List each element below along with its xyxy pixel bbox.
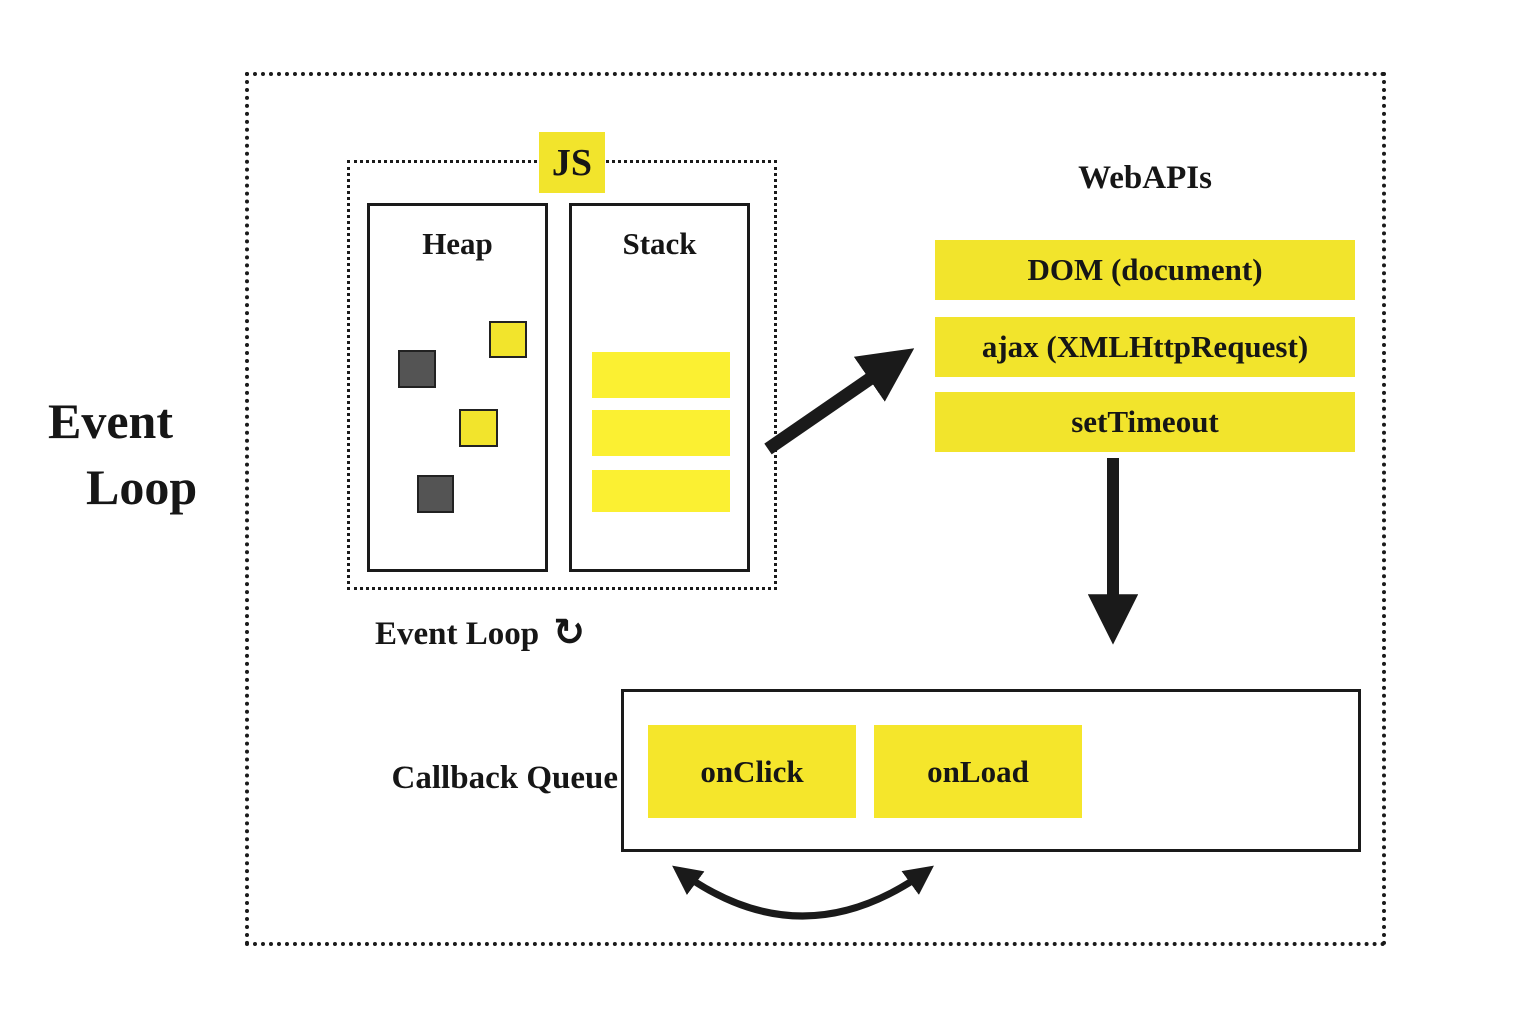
- webapis-title: WebAPIs: [1078, 160, 1212, 196]
- stack-box: Stack: [569, 203, 750, 572]
- webapi-ajax: ajax (XMLHttpRequest): [935, 317, 1355, 377]
- callback-item-onload: onLoad: [874, 725, 1082, 818]
- heap-title: Heap: [422, 226, 493, 261]
- event-loop-caption: Event Loop ↻: [375, 610, 585, 654]
- webapi-settimeout: setTimeout: [935, 392, 1355, 452]
- webapi-dom: DOM (document): [935, 240, 1355, 300]
- callback-item-onclick: onClick: [648, 725, 856, 818]
- js-badge: JS: [539, 132, 605, 193]
- diagram-title-line1: Event: [48, 393, 173, 449]
- stack-frame-2: [592, 410, 730, 456]
- loop-arrow-icon: ↻: [553, 610, 585, 654]
- heap-block-gray-2: [417, 475, 454, 513]
- heap-box: Heap: [367, 203, 548, 572]
- event-loop-boundary: [245, 72, 1386, 946]
- diagram-title-line2: Loop: [86, 459, 198, 515]
- callback-queue-box: onClick onLoad: [621, 689, 1361, 852]
- stack-frame-1: [592, 352, 730, 398]
- diagram-title: Event Loop: [48, 388, 197, 520]
- heap-block-yellow-1: [489, 321, 527, 358]
- event-loop-caption-text: Event Loop: [375, 615, 540, 652]
- callback-queue-label: Callback Queue: [391, 760, 618, 796]
- heap-block-gray-1: [398, 350, 436, 388]
- stack-frame-3: [592, 470, 730, 512]
- stack-title: Stack: [622, 226, 697, 261]
- heap-block-yellow-2: [459, 409, 498, 447]
